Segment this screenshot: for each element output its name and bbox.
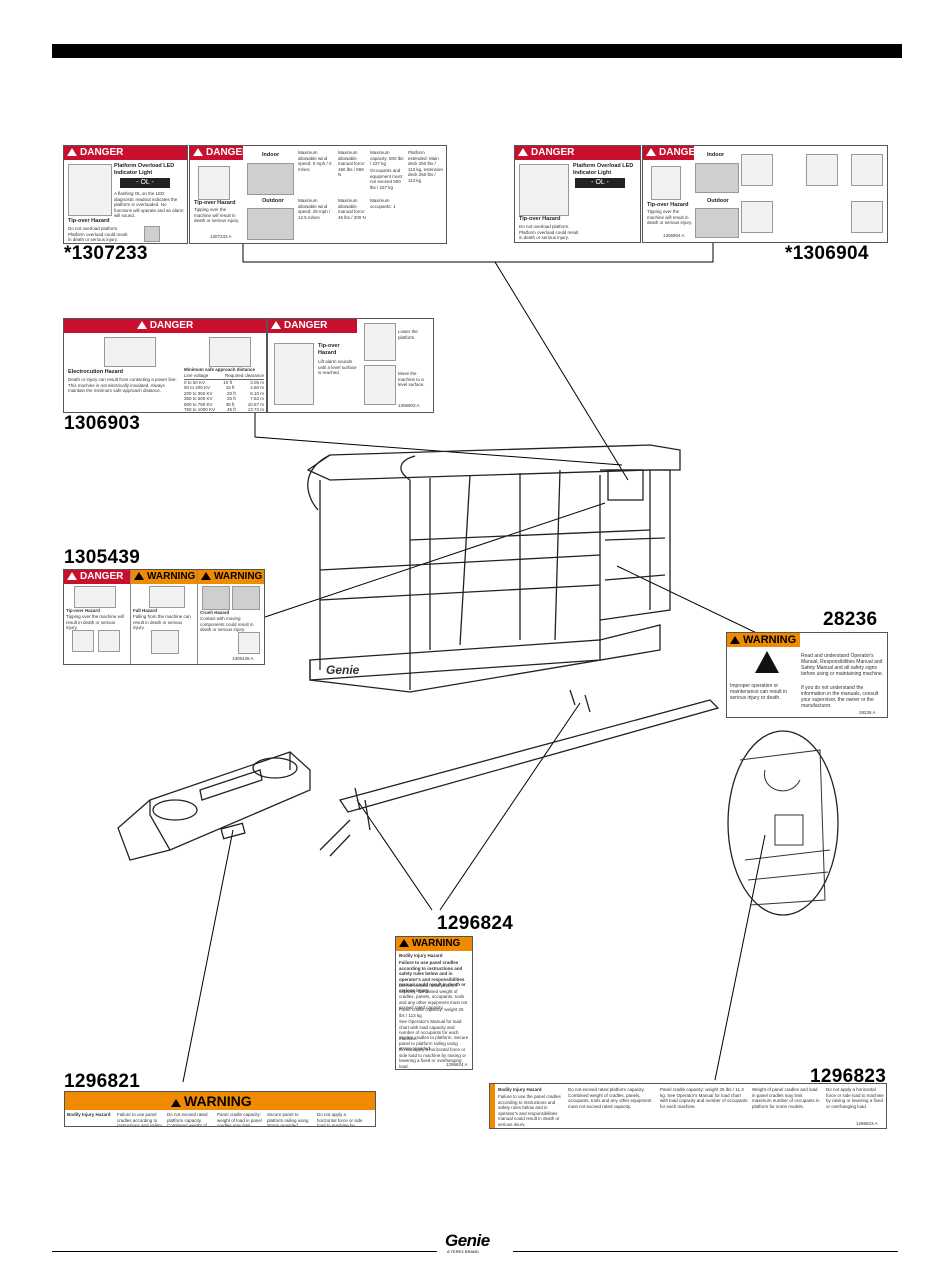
decal-1307233-overload: DANGER Platform Overload LED Indicator L… [63,145,188,244]
tipover-icon [198,166,230,200]
footer-rule-left [52,1251,437,1252]
part-number-1307233: *1307233 [64,243,148,264]
extension-deck-icon [851,154,883,186]
decal-1305439-fall: WARNING Fall Hazard Falling from the mac… [131,570,198,664]
danger-header: DANGER [64,319,266,333]
decal-1305439: DANGER Tip-over Hazard Tipping over the … [63,569,265,665]
tipover-icon [651,166,681,200]
house-icon [741,154,773,186]
decal-1306904-overload: DANGER Platform Overload LED Indicator L… [514,145,641,243]
leader-1296824-b [439,702,581,911]
outdoor-icon [247,208,294,240]
decal-1305439-tipover: DANGER Tip-over Hazard Tipping over the … [64,570,131,664]
crush-icon [202,586,230,610]
warning-header: WARNING [65,1092,375,1110]
genie-logo: Genie [445,1231,490,1250]
danger-header: DANGER [190,146,249,160]
decal-1306903-tipover: DANGER Tip-over Hazard Lift alarm sounds… [267,318,434,413]
footer-rule-right [513,1251,898,1252]
overload-pictogram-icon [68,164,112,216]
part-number-1306903: 1306903 [64,413,141,434]
warning-stripe [490,1084,495,1128]
part-number-1305439: 1305439 [64,547,141,568]
genie-logo-subtitle: A TEREX BRAND [447,1249,479,1254]
powerline-icon [104,337,156,367]
warning-header: WARNING [727,633,800,647]
leader-1296823 [714,834,766,1081]
header-rule [52,44,902,58]
outdoor-icon [695,208,739,238]
tipover-icon [274,343,314,405]
overload-pictogram-icon [519,164,569,216]
danger-header: DANGER [268,319,357,333]
wind-icon [741,201,773,233]
manual-icon [144,226,160,242]
danger-header: DANGER [515,146,640,160]
warning-triangle-icon [755,651,779,673]
led-display: - OL - [120,178,170,188]
part-number-28236: 28236 [823,609,878,630]
leader-1305439 [264,502,606,618]
leader-28236 [616,565,768,639]
leader-1307233 [494,261,629,481]
warning-header: WARNING [396,937,472,951]
leader-1296821 [182,829,234,1083]
danger-header: DANGER [643,146,702,160]
part-number-1296821: 1296821 [64,1071,141,1092]
decal-1296824: WARNING Bodily Injury Hazard Failure to … [395,936,473,1070]
hand-crush-icon [232,586,260,610]
svg-text:Genie: Genie [326,663,360,677]
decal-1296823: Bodily Injury Hazard Failure to use the … [489,1083,887,1129]
part-number-1306904: *1306904 [785,243,869,264]
decal-1307233-capacity: DANGER Indoor Outdoor Tip-over Hazard Ti… [189,145,447,244]
decal-1305439-crush: WARNING Crush Hazard Contact with moving… [198,570,264,661]
lift-powerline-icon [209,337,251,367]
decal-1306903-electrocution: DANGER Electrocution Hazard Death or inj… [63,318,267,413]
part-number-1296824: 1296824 [437,913,514,934]
led-display: - OL - [575,178,625,188]
extension-deck-outdoor-icon [851,201,883,233]
indoor-icon [695,163,739,193]
tipover-icon [74,586,116,608]
decal-1306904-capacity: DANGER Indoor Outdoor Tip-over Hazard Ti… [642,145,888,243]
move-machine-icon [364,365,396,405]
decal-1296821: WARNING Bodily Injury Hazard Failure to … [64,1091,376,1127]
fall-icon [149,586,185,608]
bracket-line [242,242,714,263]
lower-platform-icon [364,323,396,361]
no-ladder-icon [98,630,120,652]
indoor-icon [247,163,294,195]
guardrail-icon [238,632,260,654]
no-climb-icon [151,630,179,654]
leader-1296824-a [356,799,433,911]
danger-header: DANGER [64,146,187,160]
no-tipover-icon [72,630,94,652]
decal-28236: WARNING Improper operation or maintenanc… [726,632,888,718]
occupants-icon [806,154,838,186]
part-number-1296823: 1296823 [810,1066,887,1087]
